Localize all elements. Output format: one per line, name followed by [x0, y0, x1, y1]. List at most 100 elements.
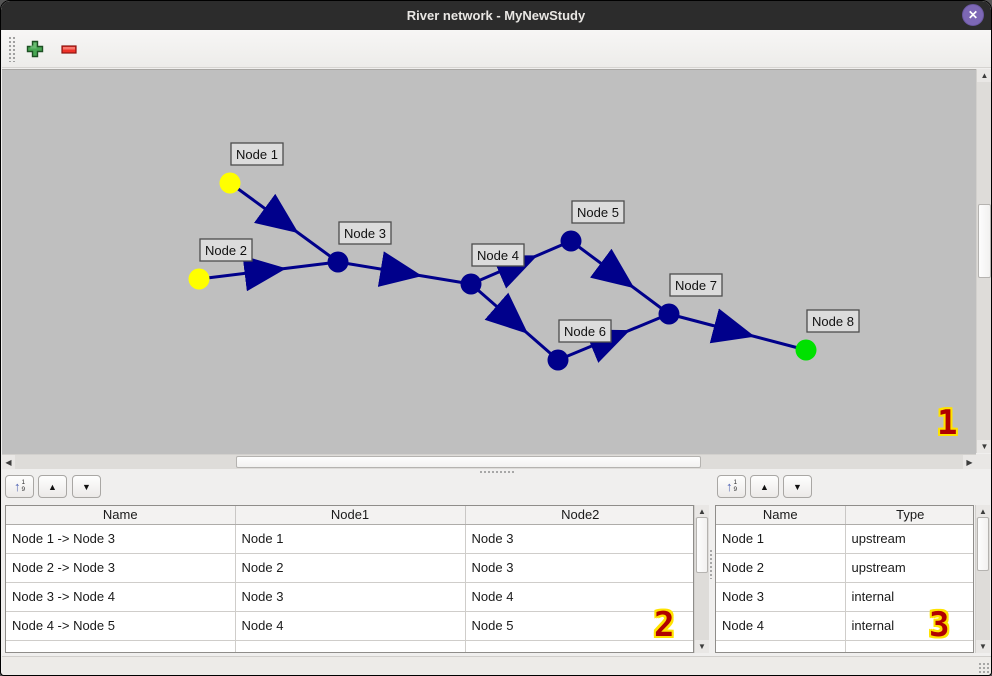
- table-cell[interactable]: Node 2: [716, 553, 846, 583]
- column-header[interactable]: Node1: [235, 506, 466, 525]
- add-node-button[interactable]: [22, 36, 48, 62]
- table-cell[interactable]: upstream: [845, 524, 973, 554]
- scrollbar-thumb[interactable]: [977, 517, 989, 571]
- network-edge[interactable]: [668, 308, 807, 352]
- nodes-table-scrollbar[interactable]: ▲ ▼: [975, 505, 990, 653]
- network-edge[interactable]: [470, 282, 559, 362]
- table-cell[interactable]: Node 3: [465, 524, 693, 554]
- scroll-down-icon[interactable]: ▼: [695, 640, 709, 653]
- table-cell[interactable]: Node 2 -> Node 3: [6, 553, 236, 583]
- scroll-right-icon[interactable]: ▶: [963, 455, 976, 469]
- links-move-down-button[interactable]: ▼: [72, 475, 101, 498]
- close-icon: ✕: [967, 8, 979, 22]
- node-label: Node 1: [230, 142, 284, 166]
- table-cell[interactable]: Node 1 -> Node 3: [6, 524, 236, 554]
- canvas-vertical-scrollbar[interactable]: ▲ ▼: [976, 69, 991, 453]
- column-header[interactable]: Name: [6, 506, 236, 525]
- network-edge[interactable]: [337, 251, 472, 287]
- table-cell[interactable]: Node 3: [716, 582, 846, 612]
- table-cell[interactable]: Node 4: [716, 611, 846, 641]
- network-node[interactable]: [560, 230, 582, 252]
- network-node[interactable]: [327, 251, 349, 273]
- network-node[interactable]: [188, 268, 210, 290]
- node-label: Node 4: [471, 243, 525, 267]
- network-node[interactable]: [795, 339, 817, 361]
- network-edge[interactable]: [570, 239, 670, 316]
- table-cell[interactable]: Node 1: [716, 524, 846, 554]
- scroll-down-icon[interactable]: ▼: [976, 640, 990, 653]
- table-cell[interactable]: internal: [845, 611, 973, 641]
- network-node[interactable]: [219, 172, 241, 194]
- table-cell[interactable]: upstream: [845, 553, 973, 583]
- triangle-up-icon: ▲: [48, 481, 57, 492]
- svg-text:Node 1: Node 1: [236, 147, 278, 162]
- network-node[interactable]: [547, 349, 569, 371]
- table-cell[interactable]: Node 3: [235, 582, 466, 612]
- table-cell[interactable]: internal: [845, 582, 973, 612]
- canvas-horizontal-scrollbar[interactable]: ◀ ▶: [2, 454, 976, 469]
- table-cell[interactable]: Node 4 -> Node 5: [6, 611, 236, 641]
- vertical-splitter-handle[interactable]: [709, 549, 713, 579]
- node-label: Node 5: [571, 200, 625, 224]
- titlebar[interactable]: River network - MyNewStudy ✕: [1, 1, 991, 30]
- toolbar-drag-handle[interactable]: [8, 35, 15, 62]
- scrollbar-thumb[interactable]: [696, 517, 708, 573]
- table-cell[interactable]: Node 5: [465, 611, 693, 641]
- network-edge[interactable]: [198, 255, 339, 292]
- table-cell[interactable]: Node 2: [235, 553, 466, 583]
- table-cell[interactable]: Node 4: [465, 582, 693, 612]
- column-header[interactable]: Type: [845, 506, 973, 525]
- remove-node-button[interactable]: [56, 36, 82, 62]
- close-button[interactable]: ✕: [962, 4, 984, 26]
- svg-text:Node 7: Node 7: [675, 278, 717, 293]
- table-cell[interactable]: Node 3: [465, 553, 693, 583]
- svg-text:Node 3: Node 3: [344, 226, 386, 241]
- scroll-left-icon[interactable]: ◀: [2, 455, 15, 469]
- table-cell[interactable]: Node 4: [235, 611, 466, 641]
- svg-text:Node 5: Node 5: [577, 205, 619, 220]
- scrollbar-corner: [976, 454, 991, 469]
- scroll-up-icon[interactable]: ▲: [695, 505, 709, 518]
- annotation-marker-3: 3: [929, 605, 950, 645]
- column-header[interactable]: Name: [716, 506, 846, 525]
- network-edge[interactable]: [229, 181, 339, 264]
- network-node[interactable]: [658, 303, 680, 325]
- status-bar: [2, 656, 991, 675]
- table-cell[interactable]: Node 3 -> Node 4: [6, 582, 236, 612]
- network-node[interactable]: [460, 273, 482, 295]
- nodes-move-down-button[interactable]: ▼: [783, 475, 812, 498]
- network-edge[interactable]: [557, 312, 670, 363]
- node-label: Node 7: [669, 273, 723, 297]
- scroll-down-icon[interactable]: ▼: [977, 440, 991, 453]
- links-table-scrollbar[interactable]: ▲ ▼: [694, 505, 709, 653]
- links-move-up-button[interactable]: ▲: [38, 475, 67, 498]
- scrollbar-thumb[interactable]: [236, 456, 701, 468]
- scrollbar-thumb[interactable]: [978, 204, 991, 278]
- column-header[interactable]: Node2: [465, 506, 693, 525]
- annotation-marker-1: 1: [937, 403, 958, 443]
- scroll-up-icon[interactable]: ▲: [977, 69, 991, 82]
- scroll-up-icon[interactable]: ▲: [976, 505, 990, 518]
- table-cell[interactable]: Node 1: [235, 524, 466, 554]
- resize-grip[interactable]: [978, 662, 990, 673]
- minus-icon: [61, 44, 77, 54]
- horizontal-splitter-handle[interactable]: [479, 470, 515, 474]
- main-toolbar: [2, 30, 991, 68]
- nodes-move-up-button[interactable]: ▲: [750, 475, 779, 498]
- plus-icon: [26, 40, 44, 57]
